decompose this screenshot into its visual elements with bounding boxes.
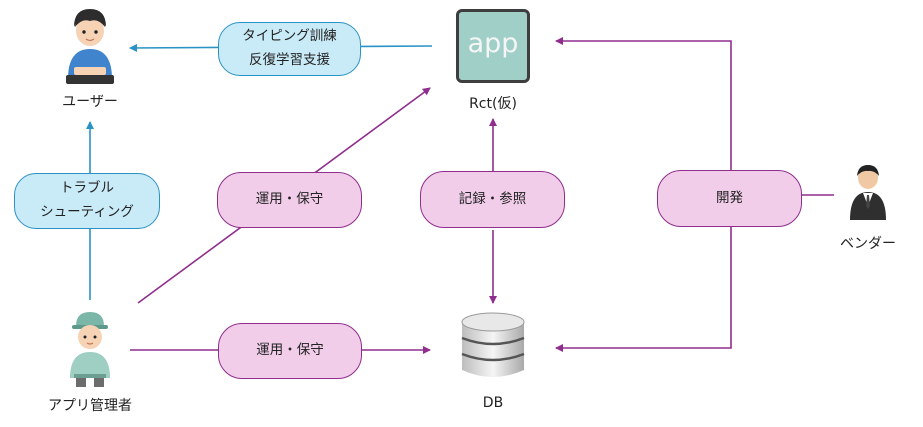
typing-support-line2: 反復学習支援 (249, 52, 330, 68)
development-text: 開発 (716, 189, 743, 206)
arrow-vendor-to-db (555, 195, 732, 352)
troubleshooting-pill: トラブル シューティング (14, 173, 160, 229)
typing-support-line1: タイピング訓練 (242, 28, 337, 45)
troubleshooting-line1: トラブル (60, 180, 114, 197)
record-reference-pill: 記録・参照 (420, 171, 565, 228)
app-icon-text: app (467, 27, 519, 59)
user-icon (66, 9, 114, 84)
typing-support-pill: タイピング訓練 反復学習支援 (218, 22, 361, 76)
ops-maintenance-app-pill: 運用・保守 (217, 172, 362, 228)
app-icon: app (456, 9, 530, 83)
admin-label: アプリ管理者 (48, 398, 132, 414)
db-label: DB (482, 395, 504, 411)
database-icon (461, 312, 525, 377)
troubleshooting-line2: シューティング (40, 204, 134, 220)
app-label: Rct(仮) (469, 96, 517, 112)
record-reference-text: 記録・参照 (458, 190, 527, 207)
admin-icon (70, 312, 110, 387)
ops-maintenance-db-pill: 運用・保守 (218, 323, 362, 379)
development-pill: 開発 (657, 170, 802, 227)
user-label: ユーザー (62, 94, 118, 110)
vendor-label: ベンダー (840, 236, 896, 252)
ops-maintenance-app-text: 運用・保守 (255, 191, 324, 208)
vendor-icon (850, 165, 886, 220)
ops-maintenance-db-text: 運用・保守 (256, 342, 324, 359)
